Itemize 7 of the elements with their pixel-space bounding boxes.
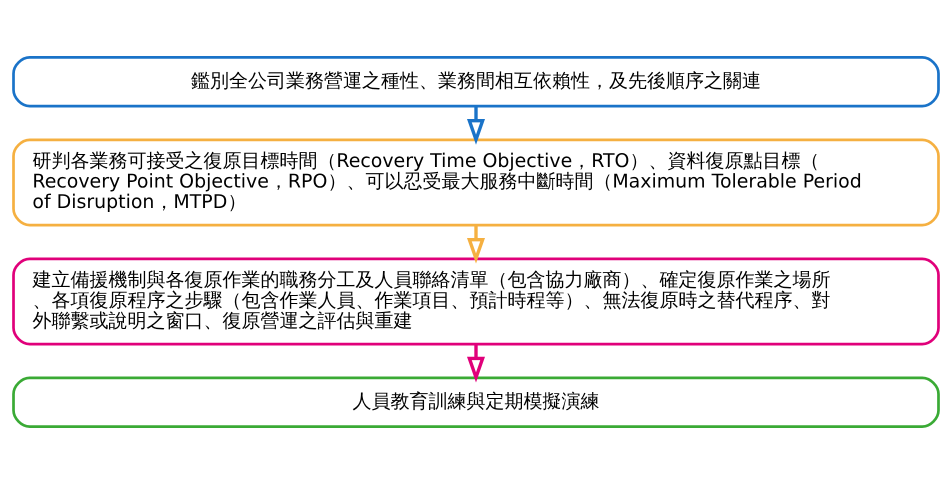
node-box: 研判各業務可接受之復原目標時間（Recovery Time Objective，RTO）、資料復原點目標（Recovery Point Objective，RPO）、可以忍受最大服務中斷時間（Maximum Tolerable Period of Disruption，MTPD） [12,138,940,226]
arrow [467,106,485,145]
node-box: 人員教育訓練與定期模擬演練 [12,376,940,428]
arrow [467,225,485,264]
node-box: 建立備援機制與各復原作業的職務分工及人員聯絡清單（包含協力廠商）、確定復原作業之場所、各項復原程序之步驟（包含作業人員、作業項目、預計時程等）、無法復原時之替代程序、對外聯繫或說明之窗口、復原營運之評估與重建 [12,258,940,346]
arrow [467,344,485,383]
node-box: 鑑別全公司業務營運之種性、業務間相互依賴性，及先後順序之關連 [12,56,940,108]
